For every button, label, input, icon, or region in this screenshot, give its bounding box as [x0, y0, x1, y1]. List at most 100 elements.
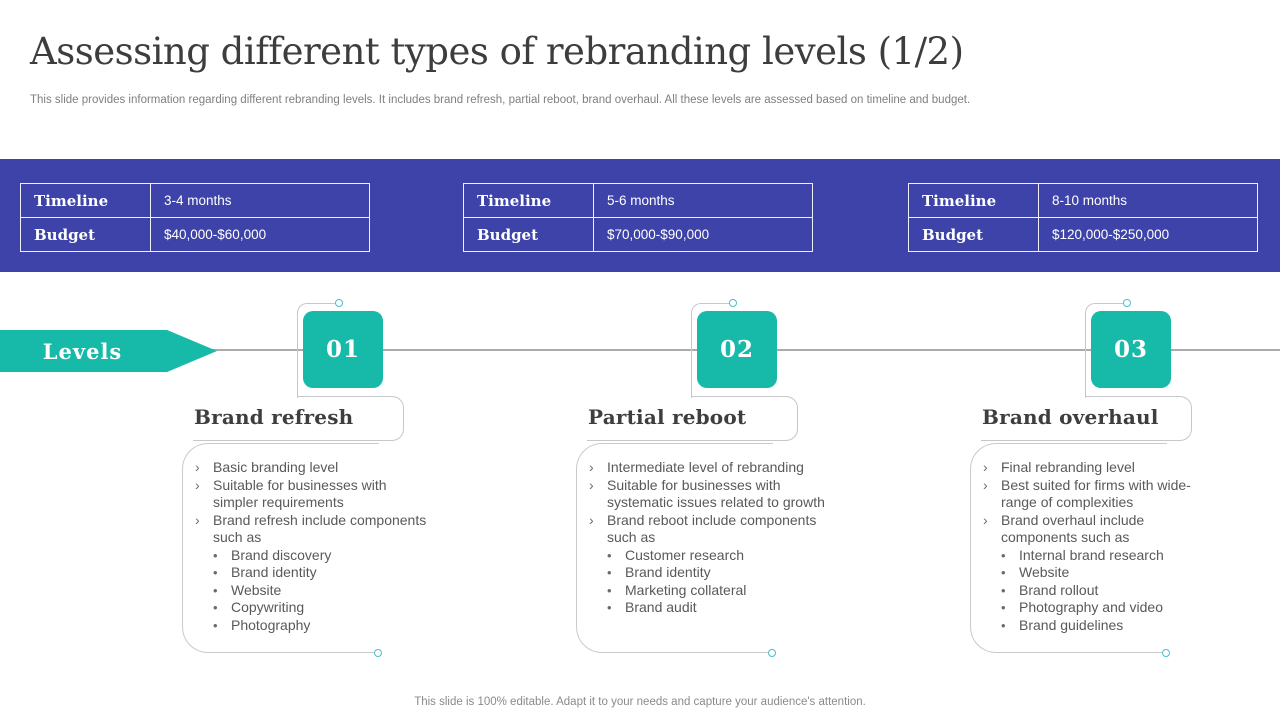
budget-value: $120,000-$250,000 [1039, 218, 1257, 251]
card-outline [970, 443, 1167, 653]
bullet-list: › Final rebranding level › Best suited for … [983, 459, 1235, 634]
bullet-item: ›Suitable for businesses with simpler re… [195, 477, 447, 512]
sub-bullet-item: • Photography [213, 617, 447, 635]
bullet-text: Basic branding level [213, 459, 339, 475]
bullet-marker: › [589, 511, 594, 528]
bullet-marker: › [983, 511, 988, 528]
level-heading: Partial reboot [588, 405, 747, 429]
bullet-text: Marketing collateral [625, 581, 747, 598]
bullet-item: ›Brand refresh include components such a… [195, 512, 447, 547]
levels-banner-label: Levels [42, 338, 123, 364]
bullet-marker: • [1001, 565, 1006, 580]
sub-bullet-item: •Brand identity [213, 564, 447, 582]
bullet-text: Brand audit [625, 599, 697, 615]
bullet-text: Photography [231, 616, 311, 633]
connector-dot-top [1123, 299, 1131, 307]
bullet-marker: › [589, 459, 594, 475]
stats-table-level-1: Timeline 3-4 months Budget $40,000-$60,0… [20, 183, 370, 252]
bullet-item: ›Suitable for businesses with systematic… [589, 477, 841, 512]
bullet-text: Website [231, 581, 282, 598]
levels-banner-arrow: Levels [0, 330, 217, 372]
sub-bullet-item: •Website [1001, 564, 1235, 582]
bullet-text: Best suited for firms with wide-range of… [1001, 476, 1191, 511]
bullet-text: Photography and video [1019, 599, 1163, 615]
sub-bullet-item: • Brand rollout [1001, 582, 1235, 600]
bullet-marker: • [213, 547, 218, 563]
bullet-marker: • [213, 600, 218, 615]
budget-value: $70,000-$90,000 [594, 218, 812, 251]
bullet-text: Brand overhaul include components such a… [1001, 511, 1145, 546]
bullet-item: › Final rebranding level [983, 459, 1235, 477]
budget-label: Budget [909, 218, 1038, 251]
heading-underline [193, 440, 298, 441]
bullet-marker: • [607, 600, 612, 615]
bullet-text: Brand reboot include components such as [607, 511, 817, 546]
page-title: Assessing different types of rebranding … [30, 30, 964, 73]
level-number: 03 [1113, 336, 1148, 363]
heading-frame [1085, 396, 1192, 441]
heading-frame [297, 396, 404, 441]
bullet-text: Suitable for businesses with simpler req… [213, 476, 387, 511]
bullet-item: › Best suited for firms with wide-range o… [983, 477, 1235, 512]
sub-bullet-item: • Brand audit [607, 599, 841, 617]
footer-note: This slide is 100% editable. Adapt it to… [414, 696, 866, 708]
bullet-text: Suitable for businesses with systematic … [607, 476, 825, 511]
bullet-text: Brand guidelines [1019, 616, 1124, 633]
bullet-marker: • [1001, 617, 1006, 633]
bullet-text: Brand rollout [1019, 581, 1099, 598]
bullet-list: ›Basic branding level›Suitable for busin… [195, 459, 447, 634]
connector-dot-bottom [374, 649, 382, 657]
sub-bullet-item: •Internal brand research [1001, 547, 1235, 565]
bullet-marker: • [213, 582, 218, 598]
level-number: 02 [719, 336, 754, 363]
stats-band: Timeline 3-4 months Budget $40,000-$60,0… [0, 159, 1280, 272]
bullet-text: Internal brand research [1019, 546, 1164, 563]
bullet-item: ›Intermediate level of rebranding [589, 459, 841, 477]
sub-bullet-item: • Website [213, 582, 447, 600]
budget-label: Budget [464, 218, 593, 251]
timeline-value: 3-4 months [151, 184, 369, 217]
bullet-item: › Basic branding level [195, 459, 447, 477]
timeline-axis-line [0, 349, 1280, 351]
sub-bullet-item: • Brand guidelines [1001, 617, 1235, 635]
connector-dot-top [335, 299, 343, 307]
bullet-text: Final rebranding level [1001, 459, 1135, 475]
stats-table-level-3: Timeline 8-10 months Budget $120,000-$25… [908, 183, 1258, 252]
budget-value: $40,000-$60,000 [151, 218, 369, 251]
bullet-marker: › [195, 511, 200, 528]
connector-dot-bottom [1162, 649, 1170, 657]
timeline-value: 5-6 months [594, 184, 812, 217]
sub-bullet-item: •Customer research [607, 547, 841, 565]
bullet-text: Brand discovery [231, 546, 332, 563]
connector-dot-bottom [768, 649, 776, 657]
page-subtitle: This slide provides information regardin… [30, 94, 971, 106]
bullet-marker: › [983, 476, 988, 493]
level-heading: Brand refresh [194, 405, 354, 429]
bullet-item: › Brand overhaul include components such … [983, 512, 1235, 547]
bullet-marker: • [213, 617, 218, 633]
bullet-marker: • [607, 582, 612, 598]
level-column-2: 02 Partial reboot ›Intermediate level of… [564, 0, 854, 720]
heading-frame [691, 396, 798, 441]
connector-hook [297, 303, 339, 398]
stats-table-level-2: Timeline 5-6 months Budget $70,000-$90,0… [463, 183, 813, 252]
bullet-marker: • [1001, 582, 1006, 598]
level-column-1: 01 Brand refresh ›Basic branding level›S… [170, 0, 460, 720]
bullet-marker: › [983, 459, 988, 475]
bullet-list: ›Intermediate level of rebranding›Suitab… [589, 459, 841, 617]
level-column-3: 03 Brand overhaul › Final rebranding leve… [958, 0, 1248, 720]
bullet-marker: • [213, 565, 218, 580]
sub-bullet-item: • Marketing collateral [607, 582, 841, 600]
bullet-item: › Brand reboot include components such as [589, 512, 841, 547]
connector-dot-top [729, 299, 737, 307]
level-heading: Brand overhaul [982, 405, 1159, 429]
timeline-label: Timeline [464, 184, 593, 217]
bullet-marker: › [195, 459, 200, 475]
heading-underline [587, 440, 692, 441]
sub-bullet-item: •Brand identity [607, 564, 841, 582]
timeline-label: Timeline [21, 184, 150, 217]
connector-hook [691, 303, 733, 398]
bullet-marker: • [1001, 600, 1006, 615]
bullet-text: Brand identity [625, 564, 711, 580]
